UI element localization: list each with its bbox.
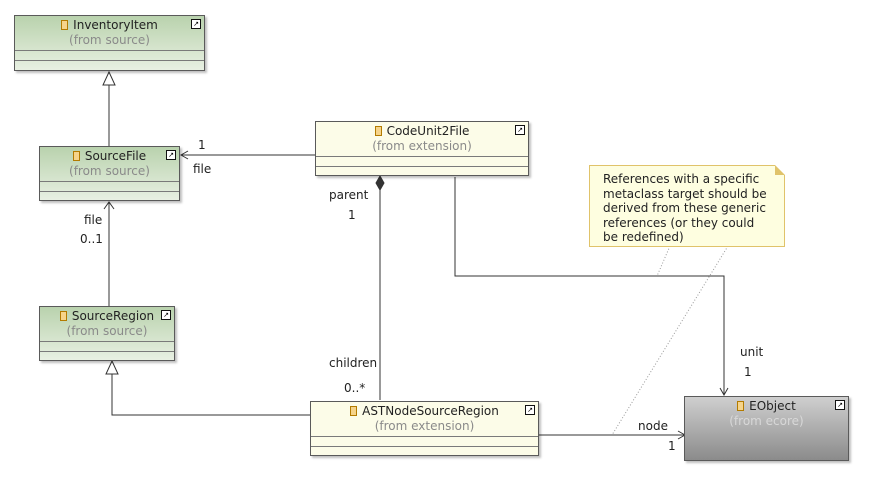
region-file-multiplicity: 0..1 (80, 232, 103, 246)
attributes-compartment (40, 181, 179, 191)
cu2f-file-role: file (193, 162, 212, 176)
class-name: CodeUnit2File (386, 124, 470, 138)
shortcut-link-icon[interactable]: ↗ (191, 19, 201, 29)
composition-diamond (375, 174, 385, 192)
attributes-compartment (40, 341, 174, 351)
operations-compartment (40, 351, 174, 361)
class-icon (61, 20, 69, 30)
node-role: node (638, 419, 668, 433)
class-header: SourceFile (from source) ↗ (40, 147, 179, 181)
note-folded-corner (775, 165, 785, 175)
parent-multiplicity: 1 (348, 208, 356, 222)
class-package: (from source) (69, 33, 150, 47)
generalization-arrowhead-sourceregion (105, 359, 119, 375)
class-source-region[interactable]: SourceRegion (from source) ↗ (39, 306, 175, 361)
association-line-unit (454, 177, 725, 394)
class-header: ASTNodeSourceRegion (from extension) ↗ (311, 402, 538, 436)
class-package: (from extension) (372, 139, 472, 153)
class-header: InventoryItem (from source) ↗ (15, 16, 204, 50)
shortcut-link-icon[interactable]: ↗ (525, 405, 535, 415)
attributes-compartment (316, 156, 528, 166)
unit-multiplicity: 1 (744, 365, 752, 379)
operations-compartment (316, 166, 528, 176)
shortcut-link-icon[interactable]: ↗ (835, 400, 845, 410)
class-icon (350, 406, 358, 416)
class-name: InventoryItem (73, 18, 158, 32)
parent-role: parent (329, 188, 369, 202)
children-role: children (329, 356, 378, 370)
association-arrow-region-file (103, 201, 115, 210)
shortcut-link-icon[interactable]: ↗ (161, 310, 171, 320)
class-icon (72, 151, 80, 161)
class-package: (from source) (69, 164, 150, 178)
class-header: SourceRegion (from source) ↗ (40, 307, 174, 341)
unit-role: unit (740, 345, 764, 359)
class-header: CodeUnit2File (from extension) ↗ (316, 122, 528, 156)
operations-compartment (311, 446, 538, 456)
class-icon (374, 126, 382, 136)
class-source-file[interactable]: SourceFile (from source) ↗ (39, 146, 180, 201)
class-package: (from extension) (374, 419, 475, 433)
class-package: (from source) (66, 324, 148, 338)
class-name: ASTNodeSourceRegion (362, 404, 499, 418)
class-code-unit2file[interactable]: CodeUnit2File (from extension) ↗ (315, 121, 529, 176)
class-inventory-item[interactable]: InventoryItem (from source) ↗ (14, 15, 205, 71)
generalization-line-astnode (111, 374, 310, 416)
class-name: SourceRegion (71, 309, 155, 323)
shortcut-link-icon[interactable]: ↗ (515, 125, 525, 135)
operations-compartment (40, 191, 179, 201)
class-name: SourceFile (84, 149, 147, 163)
node-multiplicity: 1 (668, 439, 676, 453)
association-arrow-unit (719, 387, 729, 397)
class-icon (59, 311, 67, 321)
class-package: (from ecore) (729, 414, 804, 428)
class-name: EObject (749, 399, 796, 413)
class-ast-node-source-region[interactable]: ASTNodeSourceRegion (from extension) ↗ (310, 401, 539, 456)
note[interactable]: References with a specific metaclass tar… (589, 165, 785, 247)
class-icon (737, 401, 745, 411)
note-link-node (611, 245, 729, 436)
attributes-compartment (15, 50, 204, 60)
note-link-unit (656, 245, 671, 277)
cu2f-file-multiplicity: 1 (198, 138, 206, 152)
shortcut-link-icon[interactable]: ↗ (166, 150, 176, 160)
class-header: EObject (from ecore) ↗ (685, 397, 848, 431)
generalization-arrowhead-inventoryitem (102, 70, 116, 86)
note-text: References with a specific metaclass tar… (603, 172, 767, 244)
class-eobject[interactable]: EObject (from ecore) ↗ (684, 396, 849, 461)
association-arrow-cu2f-file (179, 150, 189, 160)
children-multiplicity: 0..* (344, 381, 366, 395)
operations-compartment (15, 60, 204, 70)
attributes-compartment (311, 436, 538, 446)
region-file-role: file (84, 213, 103, 227)
